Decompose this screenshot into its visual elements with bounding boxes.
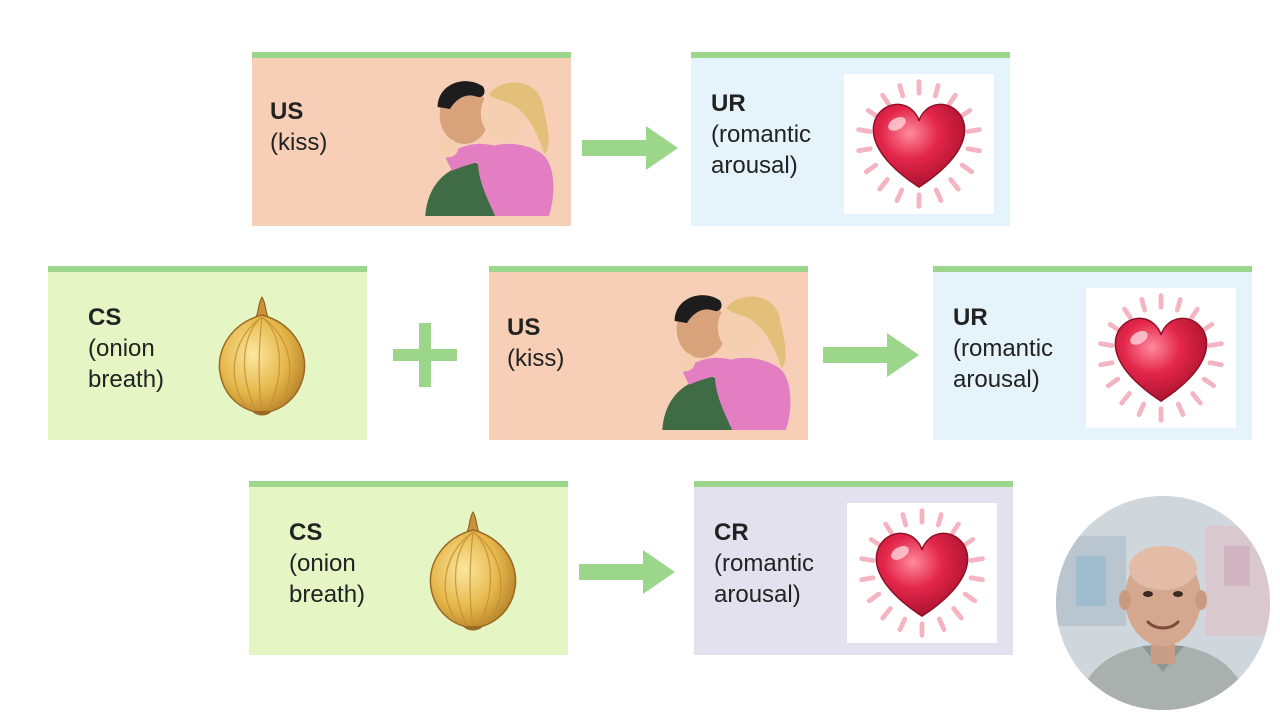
row1-ur-term: UR <box>711 88 811 119</box>
row3-cr-desc-line2: arousal) <box>714 579 814 610</box>
glowing-heart-illustration <box>847 503 997 643</box>
kissing-couple-illustration <box>649 286 799 430</box>
plus-icon <box>393 323 457 387</box>
row2-cs-term: CS <box>88 302 164 333</box>
row2-ur-term: UR <box>953 302 1053 333</box>
row2-us-label: US (kiss) <box>507 312 564 374</box>
row3-cr-desc-line1: (romantic <box>714 548 814 579</box>
row1-ur-desc-line2: arousal) <box>711 150 811 181</box>
row2-ur-box: UR (romantic arousal) <box>933 266 1252 440</box>
row2-cs-desc-line2: breath) <box>88 364 164 395</box>
row3-heart-panel <box>847 503 997 643</box>
row1-ur-label: UR (romantic arousal) <box>711 88 811 181</box>
right-arrow-icon <box>579 550 675 594</box>
row1-ur-box: UR (romantic arousal) <box>691 52 1010 226</box>
row2-us-term: US <box>507 312 564 343</box>
row3-cr-box: CR (romantic arousal) <box>694 481 1013 655</box>
right-arrow-icon <box>582 126 678 170</box>
row3-cs-term: CS <box>289 517 365 548</box>
row2-us-box: US (kiss) <box>489 266 808 440</box>
row2-heart-panel <box>1086 288 1236 428</box>
presenter-webcam <box>1056 496 1270 710</box>
row2-cs-label: CS (onion breath) <box>88 302 164 395</box>
row3-cs-box: CS (onion breath) <box>249 481 568 655</box>
row3-cs-desc-line2: breath) <box>289 579 365 610</box>
row3-cs-desc-line1: (onion <box>289 548 365 579</box>
right-arrow-icon <box>823 333 919 377</box>
presenter-avatar <box>1056 496 1270 710</box>
glowing-heart-illustration <box>1086 288 1236 428</box>
glowing-heart-illustration <box>844 74 994 214</box>
row3-cs-label: CS (onion breath) <box>289 517 365 610</box>
row1-us-desc: (kiss) <box>270 127 327 158</box>
row1-ur-desc-line1: (romantic <box>711 119 811 150</box>
row3-cr-label: CR (romantic arousal) <box>714 517 814 610</box>
row1-us-box: US (kiss) <box>252 52 571 226</box>
row2-us-desc: (kiss) <box>507 343 564 374</box>
row1-us-term: US <box>270 96 327 127</box>
kissing-couple-illustration <box>412 72 562 216</box>
row2-ur-desc-line1: (romantic <box>953 333 1053 364</box>
row1-heart-panel <box>844 74 994 214</box>
row2-ur-desc-line2: arousal) <box>953 364 1053 395</box>
row2-ur-label: UR (romantic arousal) <box>953 302 1053 395</box>
onion-illustration <box>212 292 312 420</box>
row1-us-label: US (kiss) <box>270 96 327 158</box>
row3-cr-term: CR <box>714 517 814 548</box>
onion-illustration <box>423 507 523 635</box>
row2-cs-desc-line1: (onion <box>88 333 164 364</box>
row2-cs-box: CS (onion breath) <box>48 266 367 440</box>
